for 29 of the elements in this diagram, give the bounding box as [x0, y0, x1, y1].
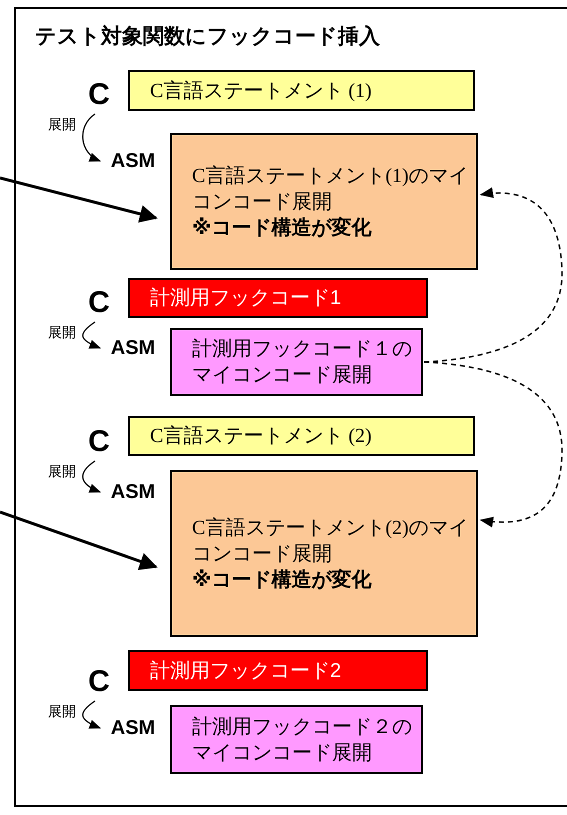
edge-label: 展開: [48, 324, 76, 340]
dashed-arrow: [424, 188, 563, 363]
pointer-arrow: [0, 510, 158, 570]
language-label: C: [84, 667, 114, 697]
curved-arrow: [82, 114, 102, 162]
language-label: ASM: [104, 715, 162, 741]
language-label: C: [84, 427, 114, 457]
curved-arrow: [82, 321, 102, 349]
statement-box: C言語ステートメント (1): [128, 70, 475, 111]
language-label: ASM: [104, 148, 162, 174]
pointer-arrow: [0, 176, 158, 223]
title: テスト対象関数にフックコード挿入: [35, 24, 380, 50]
edge-label: 展開: [48, 463, 76, 479]
assembly-box: C言語ステートメント(1)のマイコンコード展開 ※コード構造が変化: [170, 133, 478, 270]
assembly-box: C言語ステートメント(2)のマイコンコード展開 ※コード構造が変化: [170, 470, 478, 637]
curved-arrow: [82, 460, 102, 493]
hook-code-box: 計測用フックコード2: [128, 650, 428, 691]
language-label: C: [84, 80, 114, 110]
hook-assembly-box: 計測用フックコード１のマイコンコード展開: [170, 328, 423, 396]
dashed-arrow: [424, 361, 563, 527]
edge-label: 展開: [48, 703, 76, 719]
language-label: ASM: [104, 479, 162, 505]
edge-label: 展開: [48, 116, 76, 132]
hook-code-box: 計測用フックコード1: [128, 278, 428, 318]
statement-box: C言語ステートメント (2): [128, 416, 475, 456]
hook-assembly-box: 計測用フックコード２のマイコンコード展開: [170, 705, 423, 774]
curved-arrow: [82, 700, 102, 729]
language-label: C: [84, 288, 114, 318]
language-label: ASM: [104, 335, 162, 361]
